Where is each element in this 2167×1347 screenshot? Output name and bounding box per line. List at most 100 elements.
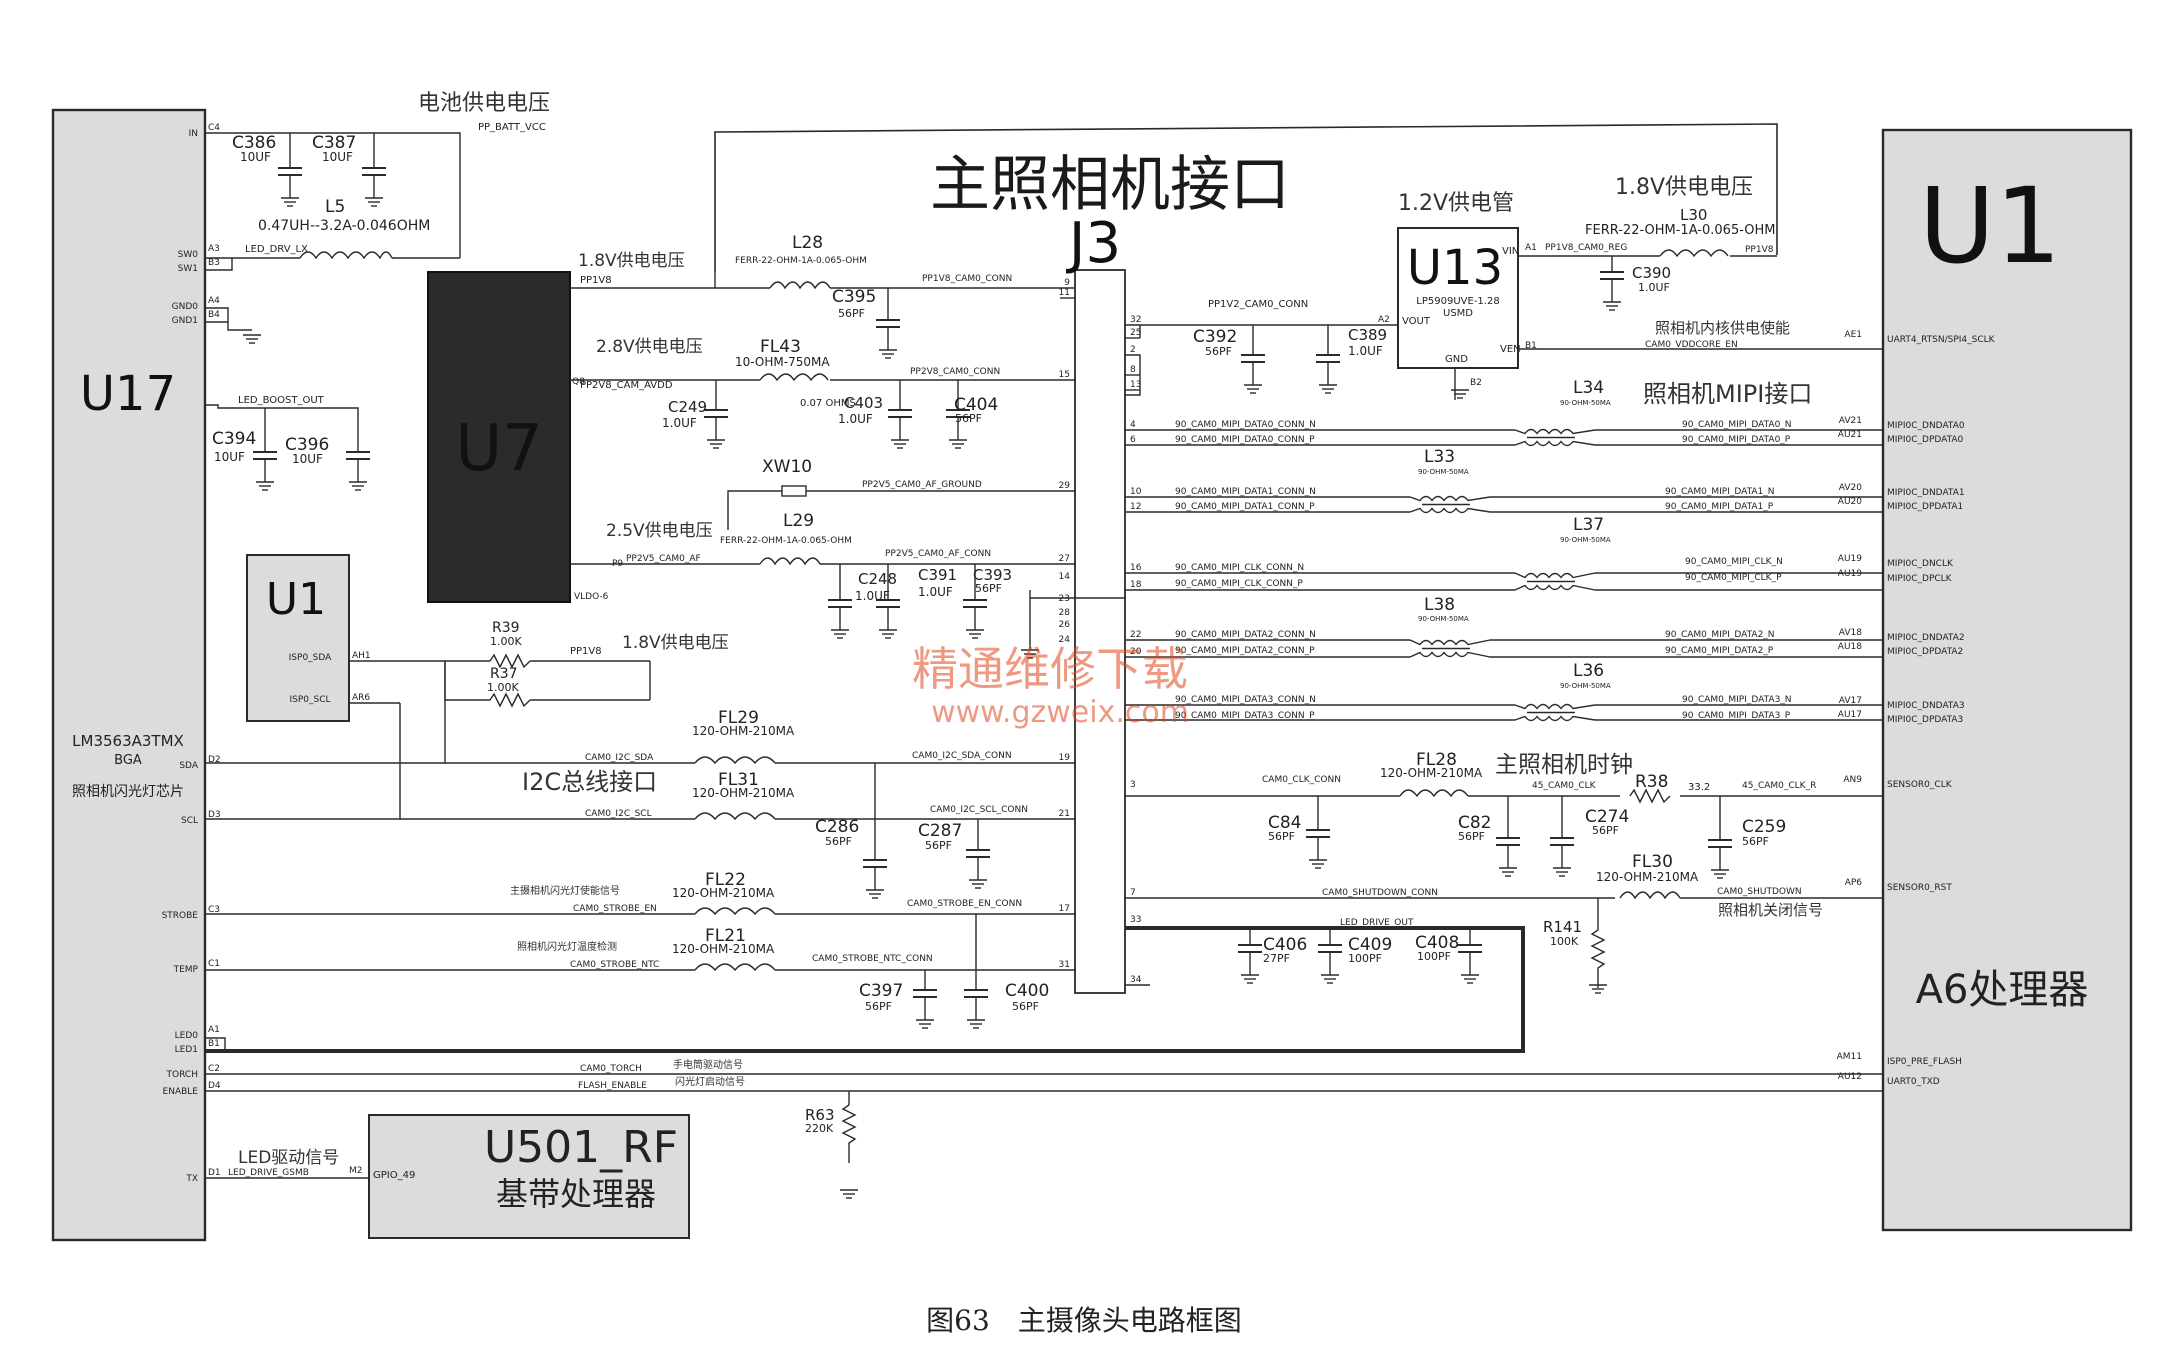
j3-pin xyxy=(1116,387,1122,393)
j3-pin-number: 7 xyxy=(1130,888,1136,898)
component-label: L38 xyxy=(1424,595,1455,615)
u17-part: LM3563A3TMX xyxy=(72,732,184,750)
annotation-label: 电池供电电压 xyxy=(418,91,550,116)
component-label: 56PF xyxy=(1742,835,1769,848)
component-label: 56PF xyxy=(1268,830,1295,843)
net-label: LED_DRIVE_OUT xyxy=(1340,918,1414,928)
j3-pin xyxy=(1116,787,1122,793)
j3-title-frame xyxy=(714,123,1778,272)
u17-pin-id: D4 xyxy=(208,1081,221,1091)
u13-pin-ven: VEN xyxy=(1500,344,1521,355)
j3-pin-number: 31 xyxy=(1059,960,1070,970)
u1-small-pin-sda: ISP0_SDA xyxy=(289,653,333,663)
capacitors xyxy=(243,167,1732,1199)
net-label: 90_CAM0_MIPI_DATA3_N xyxy=(1682,695,1792,705)
u17-pin-label: TORCH xyxy=(166,1070,198,1080)
component-label: C392 xyxy=(1193,327,1237,347)
component-label: FERR-22-OHM-1A-0.065-OHM xyxy=(720,536,852,546)
wires xyxy=(205,132,1883,1179)
u17-pin-list: INC4SW0A3SW1B3GND0A4GND1B4SDAD2SCLD3STRO… xyxy=(162,123,221,1184)
u13-part: LP5909UVE-1.28 xyxy=(1416,296,1499,307)
j3-pin-number: 29 xyxy=(1059,481,1071,491)
u1-main-desc: A6处理器 xyxy=(1916,967,2089,1013)
u1-pin-id: AN9 xyxy=(1843,775,1862,785)
net-label: 90_CAM0_MIPI_CLK_CONN_N xyxy=(1175,563,1304,573)
net-label: CAM0_I2C_SCL xyxy=(585,809,652,819)
net-label: 90_CAM0_MIPI_CLK_CONN_P xyxy=(1175,579,1303,589)
component-label: FL22 xyxy=(705,870,746,890)
u13-pin-vin: VIN xyxy=(1502,246,1519,257)
j3-pin-number: 18 xyxy=(1130,580,1142,590)
u13-block: U13 LP5909UVE-1.28 USMD VIN VOUT VEN GND… xyxy=(1378,227,1537,388)
component-label: 10-OHM-750MA xyxy=(735,355,830,369)
annotation-label: I2C总线接口 xyxy=(522,768,657,796)
component-label: 10UF xyxy=(214,450,245,464)
net-label: PP1V2_CAM0_CONN xyxy=(1208,299,1308,310)
u13-pin-gnd-id: B2 xyxy=(1470,378,1482,388)
annotation-label: 1.2V供电管 xyxy=(1398,191,1514,216)
component-label: 100PF xyxy=(1348,952,1382,965)
component-label: 1.0UF xyxy=(838,412,873,426)
u1-pin-label: MIPI0C_DPDATA2 xyxy=(1887,647,1963,657)
u17-pin-label: SDA xyxy=(179,761,198,771)
component-label: 10UF xyxy=(292,452,323,466)
component-label: 27PF xyxy=(1263,952,1290,965)
component-labels: C38610UFC38710UFL50.47UH--3.2A-0.046OHMC… xyxy=(212,133,1786,1135)
u17-pin-id: B1 xyxy=(208,1039,220,1049)
j3-pin-number: 25 xyxy=(1130,328,1141,338)
annotation-label: 主照相机时钟 xyxy=(1495,752,1633,778)
component-label: 56PF xyxy=(1458,830,1485,843)
common-mode-choke xyxy=(1514,703,1596,722)
u17-pin-id: C1 xyxy=(208,959,220,969)
j3-pin-number: 33 xyxy=(1130,915,1141,925)
u1-small-pin-scl: ISP0_SCL xyxy=(289,695,330,705)
j3-pin-number: 14 xyxy=(1059,572,1071,582)
net-label: PP1V8 xyxy=(1745,245,1774,255)
u501-pin-id: M2 xyxy=(349,1166,363,1176)
j3-pin-number: 11 xyxy=(1059,288,1070,298)
component-label: 10UF xyxy=(322,150,353,164)
net-label: 90_CAM0_MIPI_DATA3_CONN_N xyxy=(1175,695,1316,705)
component-label: 56PF xyxy=(1205,345,1232,358)
u1-pin-id: AU12 xyxy=(1838,1072,1862,1082)
u13-pin-gnd: GND xyxy=(1445,354,1468,365)
u13-pin-ven-id: B1 xyxy=(1525,341,1537,351)
component-label: 56PF xyxy=(925,839,952,852)
j3-pin xyxy=(1078,561,1084,567)
net-label: CAM0_SHUTDOWN_CONN xyxy=(1322,888,1438,898)
net-label: 90_CAM0_MIPI_DATA1_N xyxy=(1665,487,1775,497)
net-label: CAM0_VDDCORE_EN xyxy=(1645,340,1738,350)
net-label: 90_CAM0_MIPI_DATA3_P xyxy=(1682,711,1791,721)
component-label: C249 xyxy=(668,398,707,416)
component-label: C403 xyxy=(844,394,883,412)
annotation-labels: 电池供电电压1.8V供电电压2.8V供电电压2.5V供电电压1.8V供电电压I2… xyxy=(238,91,1823,1168)
u1-pin-list: UART4_RTSN/SPI4_SCLKAE1MIPI0C_DNDATA0AV2… xyxy=(1837,330,1996,1087)
component-label: 1.00K xyxy=(487,681,519,694)
u1-pin-label: MIPI0C_DNDATA2 xyxy=(1887,633,1965,643)
j3-name: J3 xyxy=(1066,211,1121,276)
u1-pin-id: AV18 xyxy=(1839,628,1862,638)
u17-desc: 照相机闪光灯芯片 xyxy=(72,784,184,800)
net-label: PP1V8_CAM0_REG xyxy=(1545,243,1627,253)
component-label: 120-OHM-210MA xyxy=(692,724,795,738)
component-label: L30 xyxy=(1680,206,1707,224)
annotation-label: 闪光灯启动信号 xyxy=(675,1075,745,1088)
j3-pin-number: 19 xyxy=(1059,753,1071,763)
u17-pin-label: LED0 xyxy=(175,1031,199,1041)
u501-block: U501_RF 基带处理器 GPIO_49 xyxy=(368,1114,690,1239)
j3-pin xyxy=(1116,372,1122,378)
component-label: C259 xyxy=(1742,817,1786,837)
u17-block: U17 LM3563A3TMX BGA 照相机闪光灯芯片 xyxy=(51,108,207,1242)
component-label: FL31 xyxy=(718,770,759,790)
component-label: FL43 xyxy=(760,337,801,357)
net-label: LED_BOOST_OUT xyxy=(238,395,325,406)
component-label: 56PF xyxy=(975,582,1002,595)
component-label: C389 xyxy=(1348,326,1387,344)
component-label: FL28 xyxy=(1416,750,1457,770)
j3-title: 主照相机接口 xyxy=(930,150,1290,220)
component-label: 1.0UF xyxy=(662,416,697,430)
watermark: 精通维修下载 www.gzweix.com xyxy=(912,642,1189,730)
component-label: 56PF xyxy=(1012,1000,1039,1013)
component-label: C274 xyxy=(1585,807,1629,827)
component-label: 120-OHM-210MA xyxy=(672,942,775,956)
